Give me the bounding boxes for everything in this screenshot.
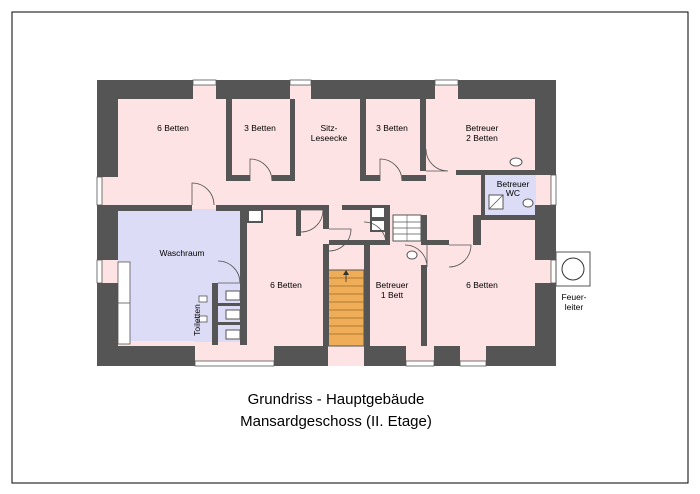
room-label-sitz: Sitz- <box>321 123 338 133</box>
room-label-6-betten-b: 6 Betten <box>270 280 302 290</box>
fixtures <box>198 157 534 340</box>
staircase <box>327 269 365 347</box>
room-label-toiletten: Toiletten <box>192 304 202 336</box>
room-label-1-bett: 1 Bett <box>381 290 404 300</box>
stair-arrow <box>343 270 349 282</box>
room-label-betreuer-2: Betreuer <box>466 123 499 133</box>
walls <box>97 80 556 366</box>
service-stair <box>392 214 422 242</box>
caption-line-2: Mansardgeschoss (II. Etage) <box>240 413 432 430</box>
fire-ladder <box>555 251 591 287</box>
room-label-3-betten-b: 3 Betten <box>376 123 408 133</box>
room-label-betreuer-wc-2: WC <box>506 188 520 198</box>
room-label-2-betten: 2 Betten <box>466 133 498 143</box>
room-label-6-betten-c: 6 Betten <box>466 280 498 290</box>
shafts <box>247 206 386 232</box>
windows <box>96 79 557 367</box>
caption-line-1: Grundriss - Hauptgebäude <box>248 391 425 408</box>
room-label-betreuer-wc-1: Betreuer <box>497 179 530 189</box>
room-label-6-betten-a: 6 Betten <box>157 123 189 133</box>
doors <box>191 148 472 284</box>
label-feuer: Feuer- <box>561 292 586 302</box>
room-label-3-betten-a: 3 Betten <box>244 123 276 133</box>
label-leiter: leiter <box>565 302 584 312</box>
room-label-waschraum: Waschraum <box>159 248 204 258</box>
room-label-betreuer-1: Betreuer <box>376 280 409 290</box>
room-label-leseecke: Leseecke <box>311 133 348 143</box>
